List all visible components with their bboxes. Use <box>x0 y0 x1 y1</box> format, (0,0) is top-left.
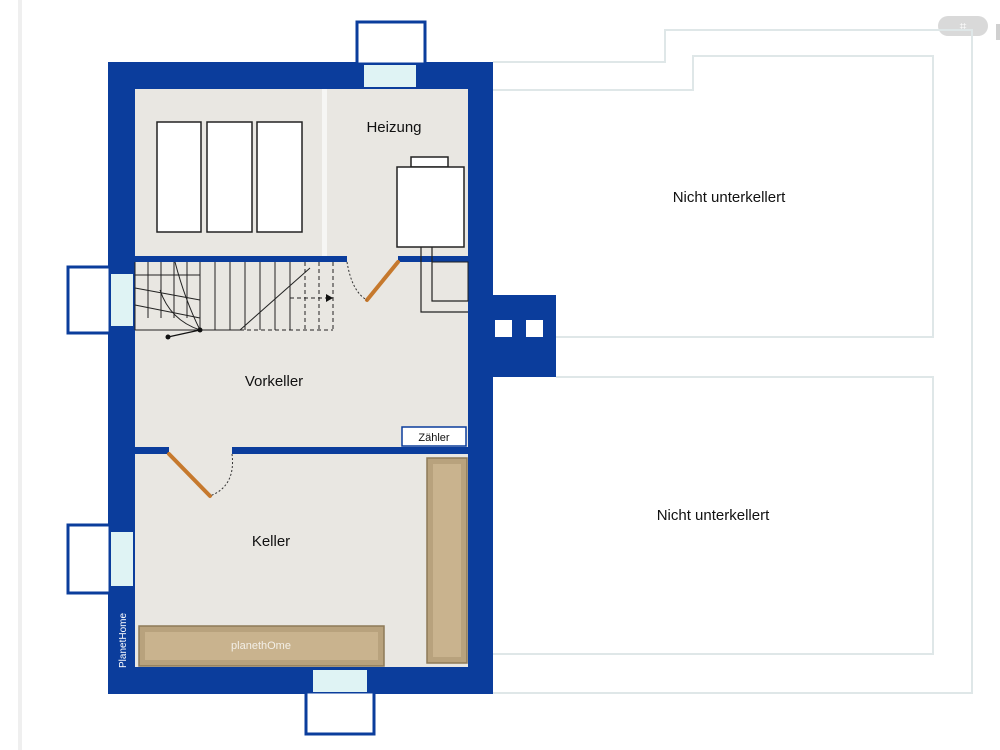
window-left-lower <box>66 523 133 595</box>
flue-opening-left <box>495 320 512 337</box>
door-keller <box>167 452 234 498</box>
room-label-keller: Keller <box>252 533 290 550</box>
area-label-bottom: Nicht unterkellert <box>657 507 770 524</box>
window-bottom <box>304 670 376 736</box>
flue-opening-right <box>526 320 543 337</box>
room-label-heizung: Heizung <box>366 119 421 136</box>
door-heizung <box>346 260 400 302</box>
side-logo: PlanetHome <box>118 613 129 668</box>
watermark-logo: planethOme <box>231 640 291 652</box>
area-label-top: Nicht unterkellert <box>673 189 786 206</box>
stair-direction-arrow <box>167 329 201 338</box>
interior-walls <box>135 256 468 454</box>
staircase <box>134 261 311 331</box>
meter-label: Zähler <box>418 432 450 444</box>
crop-icon: ⌗ <box>959 18 967 33</box>
page-left-border <box>18 0 22 750</box>
meter-box <box>401 426 467 447</box>
unbasemented-outline <box>493 29 973 694</box>
boiler <box>396 156 465 248</box>
room-label-vorkeller: Vorkeller <box>245 373 303 390</box>
boiler-pipe <box>420 247 468 313</box>
chimney-block <box>480 295 556 377</box>
window-top <box>355 20 427 87</box>
page-right-edge <box>996 24 1000 40</box>
staircase-upper-dashed <box>240 262 334 331</box>
partition-heizung <box>322 89 327 256</box>
storage-shelves <box>156 121 303 233</box>
window-left-upper <box>66 265 133 335</box>
